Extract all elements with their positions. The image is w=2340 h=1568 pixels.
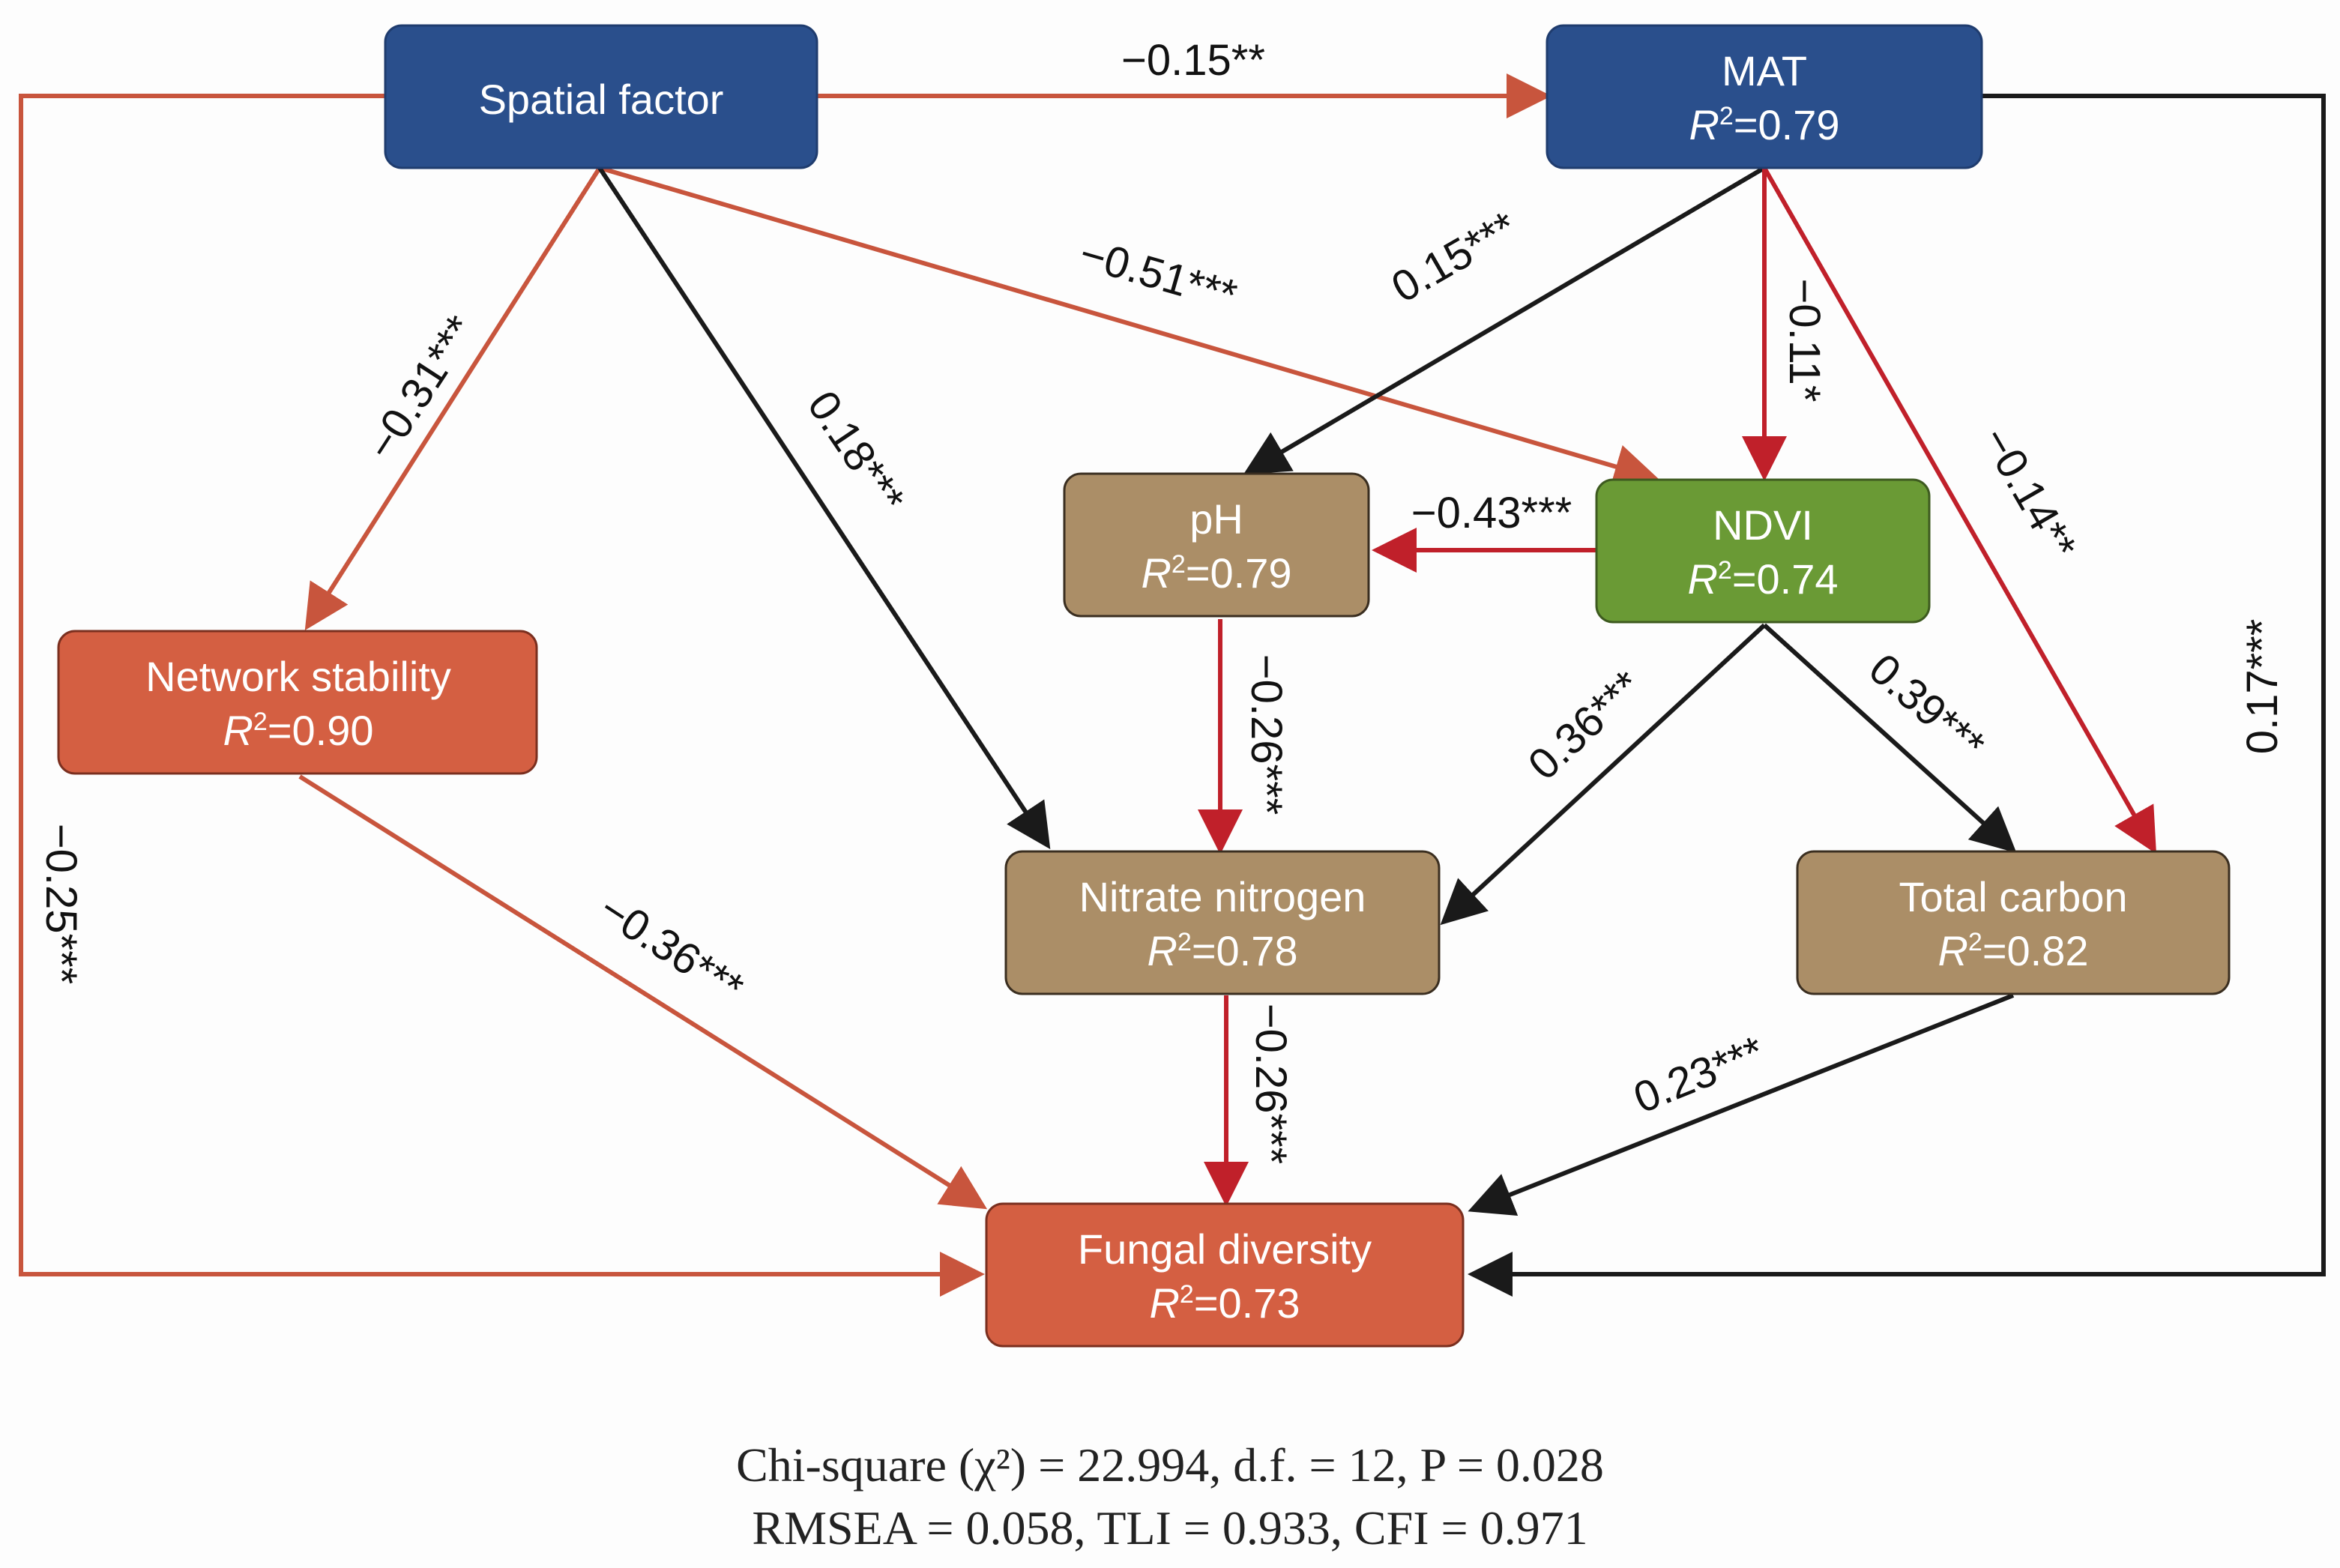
model-fit-line-2: RMSEA = 0.058, TLI = 0.933, CFI = 0.971 [752, 1501, 1588, 1555]
arrow-spatial-ndvi [599, 166, 1659, 489]
node-label: Total carbon [1899, 873, 2127, 920]
coef-ndvi-ph: −0.43*** [1411, 489, 1572, 537]
r2-value: R2=0.78 [1147, 927, 1297, 974]
arrow-spatial-network [304, 166, 602, 631]
arrow-carbon-fungal [1468, 993, 2015, 1216]
coef-carbon-fungal: 0.23*** [1627, 1027, 1771, 1123]
node-label: Network stability [145, 653, 451, 700]
node-nitrate-nitrogen: Nitrate nitrogen R2=0.78 [1004, 850, 1441, 995]
arrow-spatial-fungal [19, 94, 985, 1297]
coef-nitrate-fungal: −0.26*** [1246, 1004, 1295, 1164]
arrow-mat-carbon [1762, 166, 2156, 854]
node-label: Nitrate nitrogen [1079, 873, 1366, 920]
coef-spatial-nitrate: 0.18*** [798, 382, 914, 522]
arrow-mat-fungal [1468, 94, 2326, 1297]
arrow-mat-ph [1243, 166, 1766, 475]
path-arrows [19, 73, 2326, 1297]
node-label: Fungal diversity [1078, 1225, 1372, 1273]
coef-network-fungal: −0.36*** [591, 884, 752, 1013]
node-mat: MAT R2=0.79 [1546, 24, 1983, 169]
r2-value: R2=0.74 [1687, 555, 1838, 603]
node-label: MAT [1722, 47, 1807, 94]
node-fungal-diversity: Fungal diversity R2=0.73 [985, 1202, 1465, 1348]
coef-mat-ph: 0.15*** [1384, 202, 1525, 313]
node-network-stability: Network stability R2=0.90 [57, 630, 538, 775]
r2-value: R2=0.73 [1149, 1279, 1300, 1327]
coef-mat-carbon: −0.14** [1972, 419, 2086, 568]
coef-ph-nitrate: −0.26*** [1242, 654, 1291, 815]
arrow-ndvi-carbon [1762, 623, 2017, 854]
coef-mat-fungal: 0.17*** [2238, 619, 2287, 755]
node-label: Spatial factor [479, 76, 724, 123]
coef-ndvi-nitrate: 0.36*** [1519, 661, 1650, 789]
r2-value: R2=0.79 [1141, 549, 1291, 597]
model-fit-line-1: Chi-square (χ²) = 22.994, d.f. = 12, P =… [736, 1438, 1604, 1492]
r2-value: R2=0.82 [1938, 927, 2088, 974]
node-ndvi: NDVI R2=0.74 [1595, 478, 1931, 624]
coef-ndvi-carbon: 0.39*** [1860, 645, 1994, 771]
node-label: pH [1189, 495, 1243, 543]
arrow-ndvi-nitrate [1440, 623, 1767, 926]
coef-spatial-fungal: −0.25*** [37, 824, 85, 984]
coef-spatial-mat: −0.15** [1121, 36, 1265, 85]
node-ph: pH R2=0.79 [1063, 472, 1370, 618]
r2-value: R2=0.90 [223, 707, 373, 754]
node-label: NDVI [1713, 501, 1813, 549]
node-spatial-factor: Spatial factor [384, 24, 818, 169]
arrow-network-fungal [298, 774, 988, 1210]
coef-spatial-ndvi: −0.51*** [1074, 229, 1242, 320]
r2-value: R2=0.79 [1689, 101, 1839, 148]
coef-mat-ndvi: −0.11* [1780, 278, 1829, 402]
node-total-carbon: Total carbon R2=0.82 [1796, 850, 2231, 995]
arrow-spatial-nitrate [597, 166, 1051, 850]
